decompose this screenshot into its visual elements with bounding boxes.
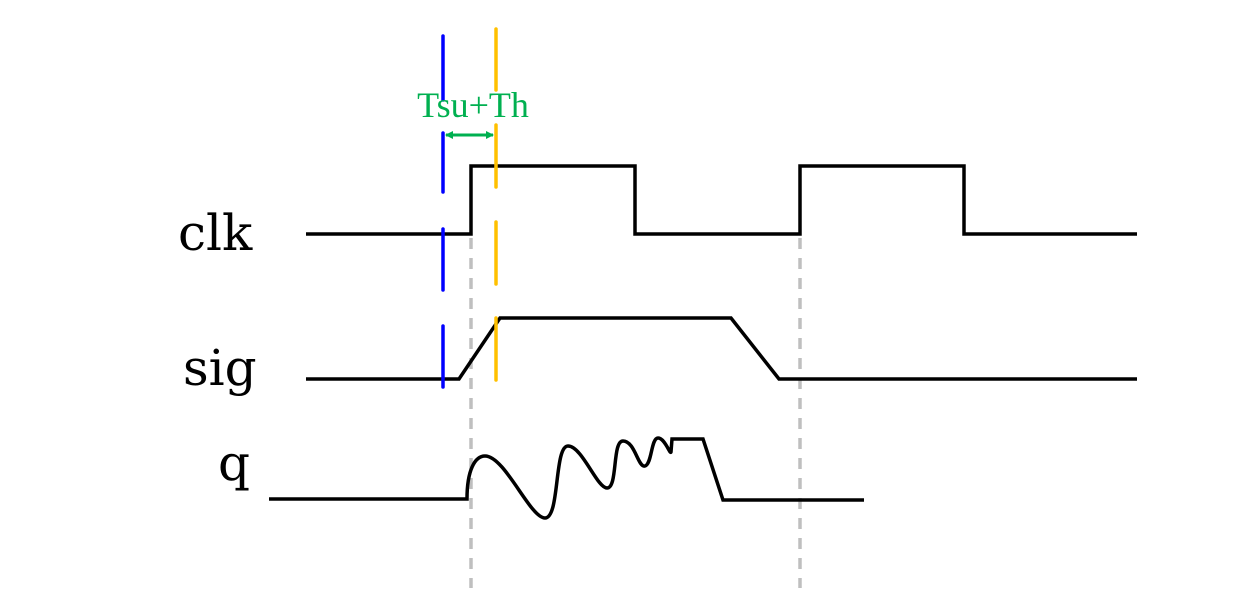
tsu-th-label: Tsu+Th — [417, 85, 529, 125]
signal-label-clk: clk — [178, 204, 253, 262]
signal-label-sig: sig — [183, 339, 257, 397]
clk-waveform — [306, 164, 1137, 236]
signal-label-q: q — [218, 434, 250, 492]
sig-waveform — [306, 316, 1137, 381]
q-waveform — [269, 436, 864, 520]
